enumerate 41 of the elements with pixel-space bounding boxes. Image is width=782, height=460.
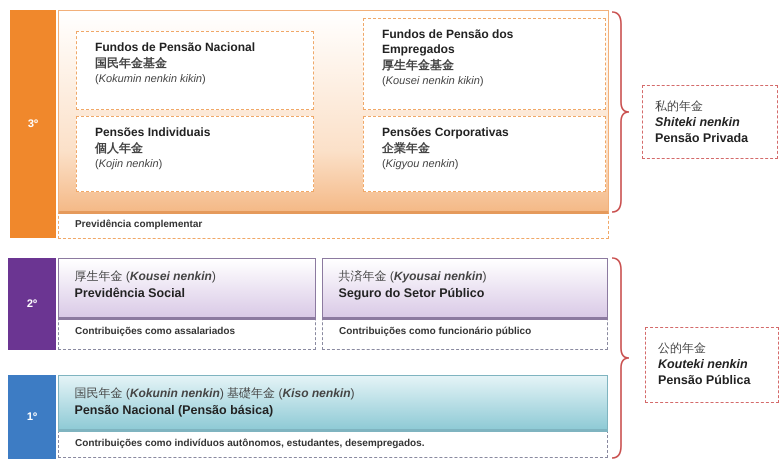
category-name: Pensão Pública xyxy=(658,372,752,388)
dashed-box xyxy=(76,116,314,192)
category-name: Pensão Privada xyxy=(655,130,750,146)
romanized-name: (Kousei nenkin kikin) xyxy=(382,74,485,89)
dashed-box xyxy=(322,258,608,350)
band-heading: Seguro do Setor Público xyxy=(338,285,486,301)
japanese-name: 企業年金 xyxy=(382,140,431,157)
romanized-name: (Kojin nenkin) xyxy=(95,157,164,172)
japanese-name: 公的年金 xyxy=(658,340,707,356)
romanized-name: Shiteki nenkin xyxy=(655,114,741,130)
box-heading: Fundos de Pensão Nacional xyxy=(95,40,256,55)
band-heading: Pensão Nacional (Pensão básica) xyxy=(74,402,274,418)
japanese-name: 国民年金基金 xyxy=(95,55,168,72)
dashed-box xyxy=(58,258,316,350)
box-heading: Fundos de Pensão dos Empregados xyxy=(382,27,514,57)
label-box xyxy=(642,85,778,159)
romanized-name: Kouteki nenkin xyxy=(658,356,749,372)
box-heading: Pensões Corporativas xyxy=(382,125,510,140)
romanized-name: (Kokumin nenkin kikin) xyxy=(95,72,207,87)
japanese-name: 厚生年金基金 xyxy=(382,57,455,74)
label-box xyxy=(645,327,779,403)
japanese-name: 厚生年金 (Kousei nenkin) xyxy=(74,268,217,285)
footer-text: Previdência complementar xyxy=(75,219,202,230)
footer-text: Contribuições como assalariados xyxy=(75,326,236,337)
japanese-name: 国民年金 (Kokunin nenkin) 基礎年金 (Kiso nenkin) xyxy=(74,385,356,402)
band-heading: Previdência Social xyxy=(74,285,186,301)
dashed-box xyxy=(363,116,606,192)
romanized-name: (Kigyou nenkin) xyxy=(382,157,460,172)
footer-text: Contribuições como indivíduos autônomos, estudantes, desempregados. xyxy=(75,438,424,449)
tier-bar: 3º xyxy=(10,10,56,238)
footer-text: Contribuições como funcionário público xyxy=(339,326,532,337)
tier-bar: 1º xyxy=(8,375,56,459)
japanese-name: 私的年金 xyxy=(655,98,704,114)
dashed-box xyxy=(58,10,609,239)
dashed-box xyxy=(76,31,314,110)
tier-bar: 2º xyxy=(8,258,56,350)
box-heading: Pensões Individuais xyxy=(95,125,212,140)
japanese-name: 共済年金 (Kyousai nenkin) xyxy=(338,268,488,285)
dashed-box xyxy=(363,18,606,110)
japanese-name: 個人年金 xyxy=(95,140,144,157)
dashed-box xyxy=(58,375,608,458)
